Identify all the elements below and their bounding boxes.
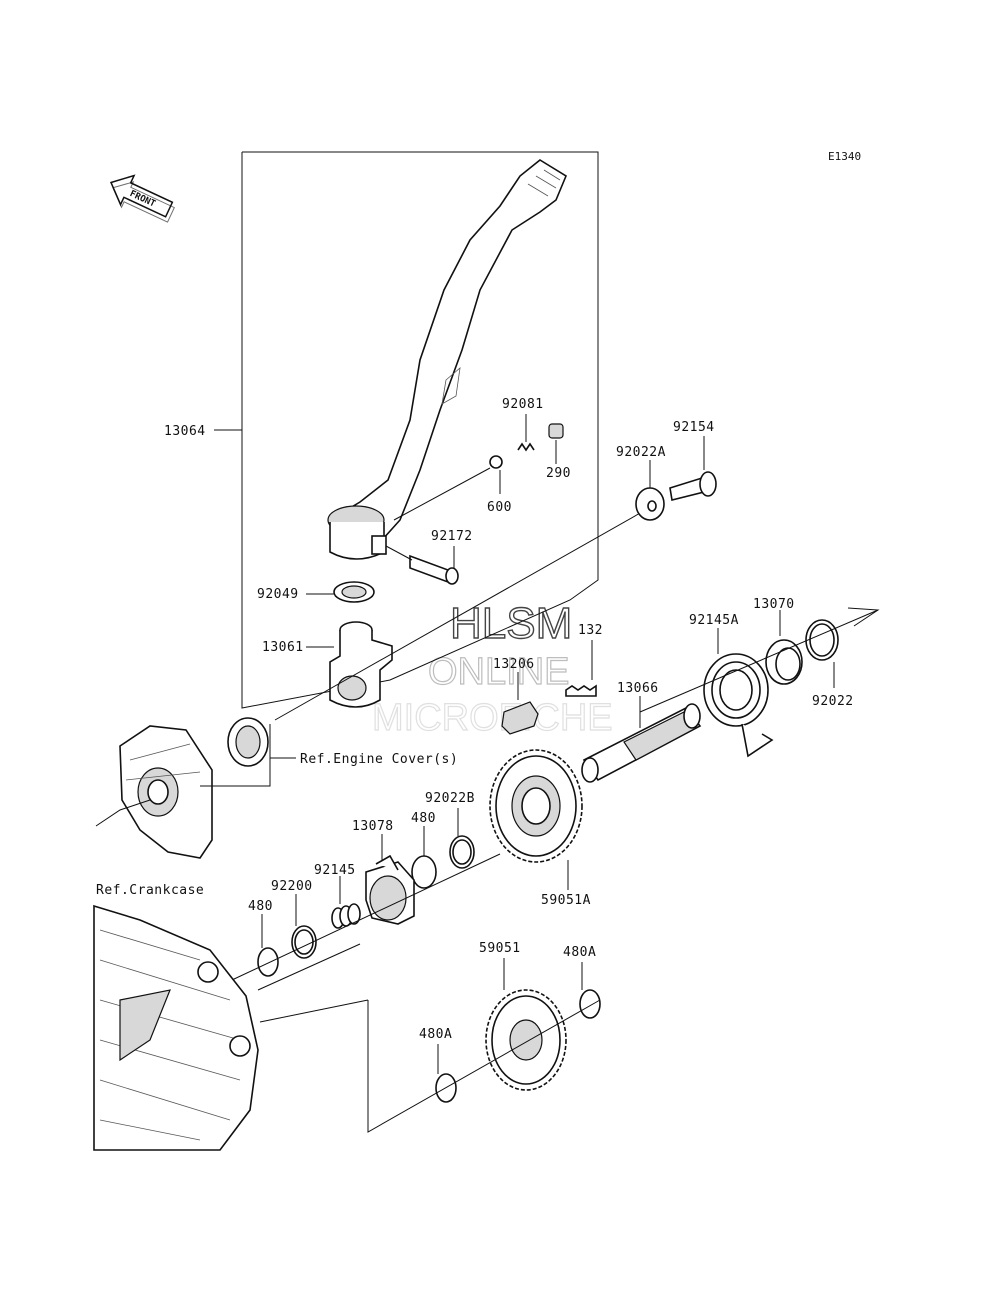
part-92154-bolt bbox=[669, 471, 717, 501]
watermark: HLSM ONLINE MICROFICHE bbox=[371, 598, 613, 739]
part-label-132: 132 bbox=[578, 623, 603, 638]
part-label-480-left: 480 bbox=[248, 899, 273, 914]
part-label-600: 600 bbox=[487, 500, 512, 515]
part-label-92022: 92022 bbox=[812, 694, 854, 709]
leader-92172-axis bbox=[385, 545, 413, 561]
diagram-code: E1340 bbox=[828, 150, 861, 163]
ref-crankcase: Ref.Crankcase bbox=[96, 883, 204, 898]
part-13206-guide bbox=[501, 701, 539, 735]
ref-engine-cover: Ref.Engine Cover(s) bbox=[300, 752, 458, 767]
crankcase-ref bbox=[93, 904, 259, 1151]
watermark-line-1: HLSM bbox=[450, 599, 572, 648]
part-label-13066: 13066 bbox=[617, 681, 659, 696]
part-label-13061: 13061 bbox=[262, 640, 304, 655]
watermark-line-2: ONLINE bbox=[428, 651, 569, 693]
part-92172-bolt bbox=[409, 554, 459, 585]
axis-arrow-right bbox=[847, 607, 880, 627]
part-label-13064: 13064 bbox=[164, 424, 206, 439]
kick-pedal-lever bbox=[327, 159, 568, 560]
part-label-59051A: 59051A bbox=[541, 893, 591, 908]
part-label-92200: 92200 bbox=[271, 879, 313, 894]
part-label-480-top: 480 bbox=[411, 811, 436, 826]
part-13078-ratchet bbox=[365, 854, 415, 925]
front-arrow-icon: FRONT bbox=[109, 174, 175, 223]
part-label-13070: 13070 bbox=[753, 597, 795, 612]
engine-cover-ref bbox=[119, 725, 213, 859]
part-92145A-spring bbox=[703, 653, 774, 758]
part-480-circlip-left bbox=[257, 947, 279, 977]
part-label-92154: 92154 bbox=[673, 420, 715, 435]
assembly-group-box bbox=[241, 151, 599, 709]
part-label-13206: 13206 bbox=[493, 657, 535, 672]
part-label-92145A: 92145A bbox=[689, 613, 739, 628]
part-label-92081: 92081 bbox=[502, 397, 544, 412]
part-92081-spring bbox=[517, 442, 535, 452]
part-seal-engine-cover bbox=[227, 717, 269, 767]
part-label-59051: 59051 bbox=[479, 941, 521, 956]
leader-600-axis bbox=[393, 467, 491, 521]
part-480-circlip-top bbox=[411, 855, 437, 889]
part-132-spring bbox=[565, 684, 597, 697]
part-290-plug bbox=[548, 423, 564, 439]
part-92022A-washer bbox=[635, 487, 665, 521]
part-label-480A-left: 480A bbox=[419, 1027, 452, 1042]
part-59051A-gear bbox=[489, 749, 583, 863]
part-13066-shaft bbox=[581, 703, 702, 783]
part-92022-washer bbox=[805, 619, 839, 661]
engine-cover-arrow bbox=[95, 799, 151, 827]
lower-bracket-line bbox=[367, 999, 601, 1133]
part-label-480A-right: 480A bbox=[563, 945, 596, 960]
part-label-92172: 92172 bbox=[431, 529, 473, 544]
part-label-290: 290 bbox=[546, 466, 571, 481]
part-label-92022B: 92022B bbox=[425, 791, 475, 806]
axis-line-right bbox=[639, 609, 879, 713]
part-13061-boss bbox=[329, 621, 393, 708]
part-label-92022A: 92022A bbox=[616, 445, 666, 460]
axis-line-lower-2 bbox=[257, 943, 361, 991]
part-600-ball bbox=[489, 455, 503, 469]
part-13070-collar bbox=[765, 639, 803, 685]
watermark-line-3: MICROFICHE bbox=[372, 697, 613, 739]
part-92049-seal bbox=[333, 581, 375, 603]
part-label-92049: 92049 bbox=[257, 587, 299, 602]
part-92022B-washer bbox=[449, 835, 475, 869]
part-480A-circlip-right bbox=[579, 989, 601, 1019]
part-label-13078: 13078 bbox=[352, 819, 394, 834]
axis-line-main bbox=[274, 511, 643, 721]
part-92145-spring bbox=[331, 903, 361, 929]
part-59051-gear bbox=[485, 989, 567, 1091]
axis-line-lower bbox=[231, 853, 501, 981]
part-label-92145: 92145 bbox=[314, 863, 356, 878]
lower-bracket-left bbox=[259, 999, 369, 1023]
engine-cover-bracket bbox=[200, 724, 271, 787]
